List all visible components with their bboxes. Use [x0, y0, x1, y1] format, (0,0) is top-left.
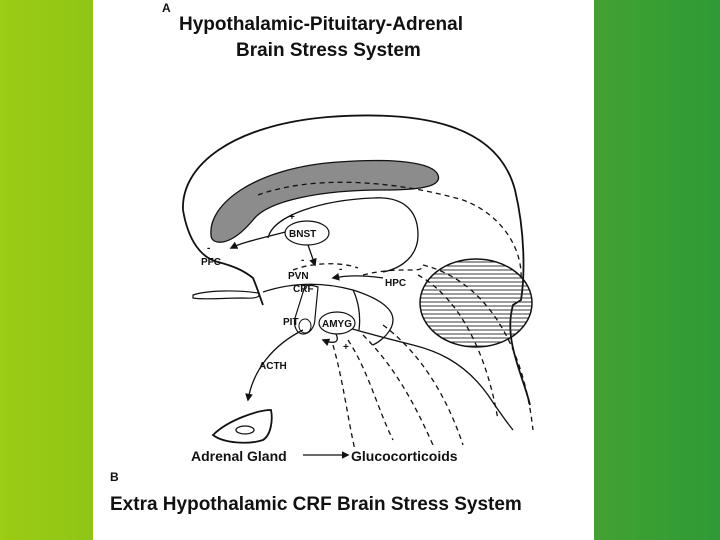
panel-b-title: Extra Hypothalamic CRF Brain Stress Syst…: [110, 494, 522, 515]
pfc-minus-sign: -: [207, 243, 210, 254]
panel-a-title-line1: Hypothalamic-Pituitary-Adrenal: [179, 14, 463, 35]
bnst-plus-sign: +: [289, 212, 295, 223]
pituitary-gland: [298, 318, 312, 334]
bnst-label: BNST: [289, 229, 316, 240]
arrow-hpc-pvn: [331, 272, 384, 281]
dashed-pathways: [257, 181, 534, 451]
pit-label: PIT: [283, 317, 299, 328]
pfc-label: PFC: [201, 257, 221, 268]
glucocorticoids-caption: Glucocorticoids: [351, 448, 458, 464]
optic-chiasm: [192, 290, 260, 300]
adrenal-gland-caption: Adrenal Gland: [191, 448, 287, 464]
panel-b-letter: B: [110, 470, 119, 484]
arrow-pit-adrenal: [245, 329, 304, 402]
acth-label: ACTH: [259, 361, 287, 372]
amyg-plus-sign: +: [343, 342, 349, 353]
amyg-node: [318, 311, 356, 335]
bnst-node: [284, 220, 330, 246]
corpus-callosum: [210, 159, 440, 243]
cerebellum: [419, 258, 533, 348]
panel-a-letter: A: [162, 1, 171, 15]
slide-panel: A Hypothalamic-Pituitary-Adrenal Brain S…: [93, 0, 594, 540]
amyg-label: AMYG: [322, 319, 352, 330]
hpc-label: HPC: [385, 278, 406, 289]
arrow-bnst-pvn: [307, 244, 317, 267]
pituitary-stalk: [293, 284, 319, 335]
hpc-minus-sign: -: [339, 264, 342, 275]
crf-label: CRF: [293, 284, 314, 295]
adrenal-inner: [235, 425, 255, 435]
fornix-loop: [267, 197, 419, 273]
pvn-minus-sign: -: [301, 255, 304, 266]
brainstem-outline: [262, 283, 514, 431]
hpa-diagram: A Hypothalamic-Pituitary-Adrenal Brain S…: [110, 1, 534, 515]
panel-a-title-line2: Brain Stress System: [236, 40, 421, 61]
pvn-label: PVN: [288, 271, 309, 282]
